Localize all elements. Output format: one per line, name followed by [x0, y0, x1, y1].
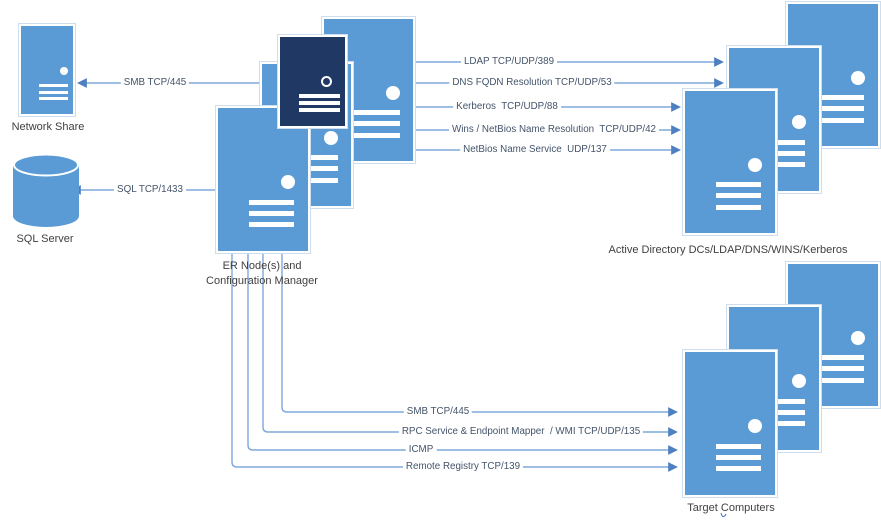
server-slot-icon [354, 132, 400, 138]
server-slot-icon [759, 150, 806, 156]
server-slot-icon [759, 421, 806, 427]
server-slot-icon [292, 154, 338, 160]
connector-rpc-line [262, 250, 678, 437]
er-nodes-label-line1: ER Node(s) and [222, 260, 302, 272]
sql-database-cylinder-icon [13, 153, 79, 227]
target-computers-label: Target Computers [687, 502, 775, 514]
connector-dns-label: DNS FQDN Resolution TCP/UDP/53 [449, 77, 615, 89]
server-led-icon [851, 330, 866, 345]
server-led-icon [792, 115, 807, 130]
server-led-icon [324, 130, 339, 145]
connector-sql-label: SQL TCP/1433 [114, 184, 186, 196]
network-share-label: Network Share [11, 121, 85, 133]
server-slot-icon [715, 181, 762, 187]
server-slot-icon [354, 109, 400, 115]
server-slot-icon [39, 97, 69, 101]
server-slot-icon [759, 139, 806, 145]
connector-remote-registry-line [231, 250, 678, 472]
server-slot-icon [818, 366, 865, 372]
server-slot-icon [715, 204, 762, 210]
er-nodes-label-line2: Configuration Manager [206, 275, 318, 287]
server-led-icon [281, 175, 296, 190]
server-slot-icon [292, 166, 338, 172]
server-slot-icon [759, 398, 806, 404]
server-led-icon [851, 70, 866, 85]
connector-wins-label: Wins / NetBios Name Resolution TCP/UDP/4… [449, 124, 659, 136]
server-slot-icon [715, 466, 762, 472]
connector-rpc-label: RPC Service & Endpoint Mapper / WMI TCP/… [398, 426, 644, 438]
connector-smb-target-line [281, 250, 678, 417]
server-slot-icon [715, 193, 762, 199]
server-slot-icon [759, 409, 806, 415]
server-slot-icon [39, 84, 69, 88]
server-slot-icon [354, 121, 400, 127]
er-nodes-label: ER Node(s) and Configuration Manager [206, 259, 318, 289]
server-slot-icon [298, 101, 341, 106]
er-server-dark-icon [277, 34, 348, 129]
connector-ldap-label: LDAP TCP/UDP/389 [460, 56, 558, 68]
server-slot-icon [39, 90, 69, 94]
sql-server-label: SQL Server [16, 233, 74, 245]
connector-netbios-label: NetBios Name Service UDP/137 [460, 144, 610, 156]
server-led-icon [792, 374, 807, 389]
connector-icmp-label: ICMP [405, 444, 437, 456]
connector-remote-registry-label: Remote Registry TCP/139 [402, 461, 524, 473]
server-slot-icon [298, 93, 341, 98]
server-slot-icon [248, 222, 295, 228]
server-slot-icon [715, 443, 762, 449]
connector-smb-target-label: SMB TCP/445 [403, 406, 473, 418]
target-server-front-icon [682, 349, 778, 498]
server-led-icon [748, 157, 763, 172]
server-slot-icon [818, 117, 865, 123]
connector-icmp-line [247, 250, 678, 455]
server-led-icon [748, 419, 763, 434]
spellcheck-squiggle [720, 512, 727, 517]
connector-kerberos-label: Kerberos TCP/UDP/88 [453, 101, 561, 113]
server-slot-icon [248, 210, 295, 216]
er-server-front-icon [215, 105, 311, 254]
server-slot-icon [759, 162, 806, 168]
server-slot-icon [818, 94, 865, 100]
server-slot-icon [715, 454, 762, 460]
ad-server-front-icon [682, 88, 778, 236]
server-led-icon [386, 85, 401, 100]
network-share-server-icon [18, 23, 76, 117]
server-led-icon [60, 66, 69, 75]
server-led-ring-icon [321, 75, 333, 87]
server-slot-icon [248, 199, 295, 205]
server-slot-icon [818, 106, 865, 112]
connector-smb-share-label: SMB TCP/445 [120, 77, 190, 89]
active-directory-label: Active Directory DCs/LDAP/DNS/WINS/Kerbe… [608, 244, 848, 256]
server-slot-icon [818, 354, 865, 360]
server-slot-icon [298, 108, 341, 113]
server-slot-icon [818, 377, 865, 383]
server-slot-icon [292, 177, 338, 183]
